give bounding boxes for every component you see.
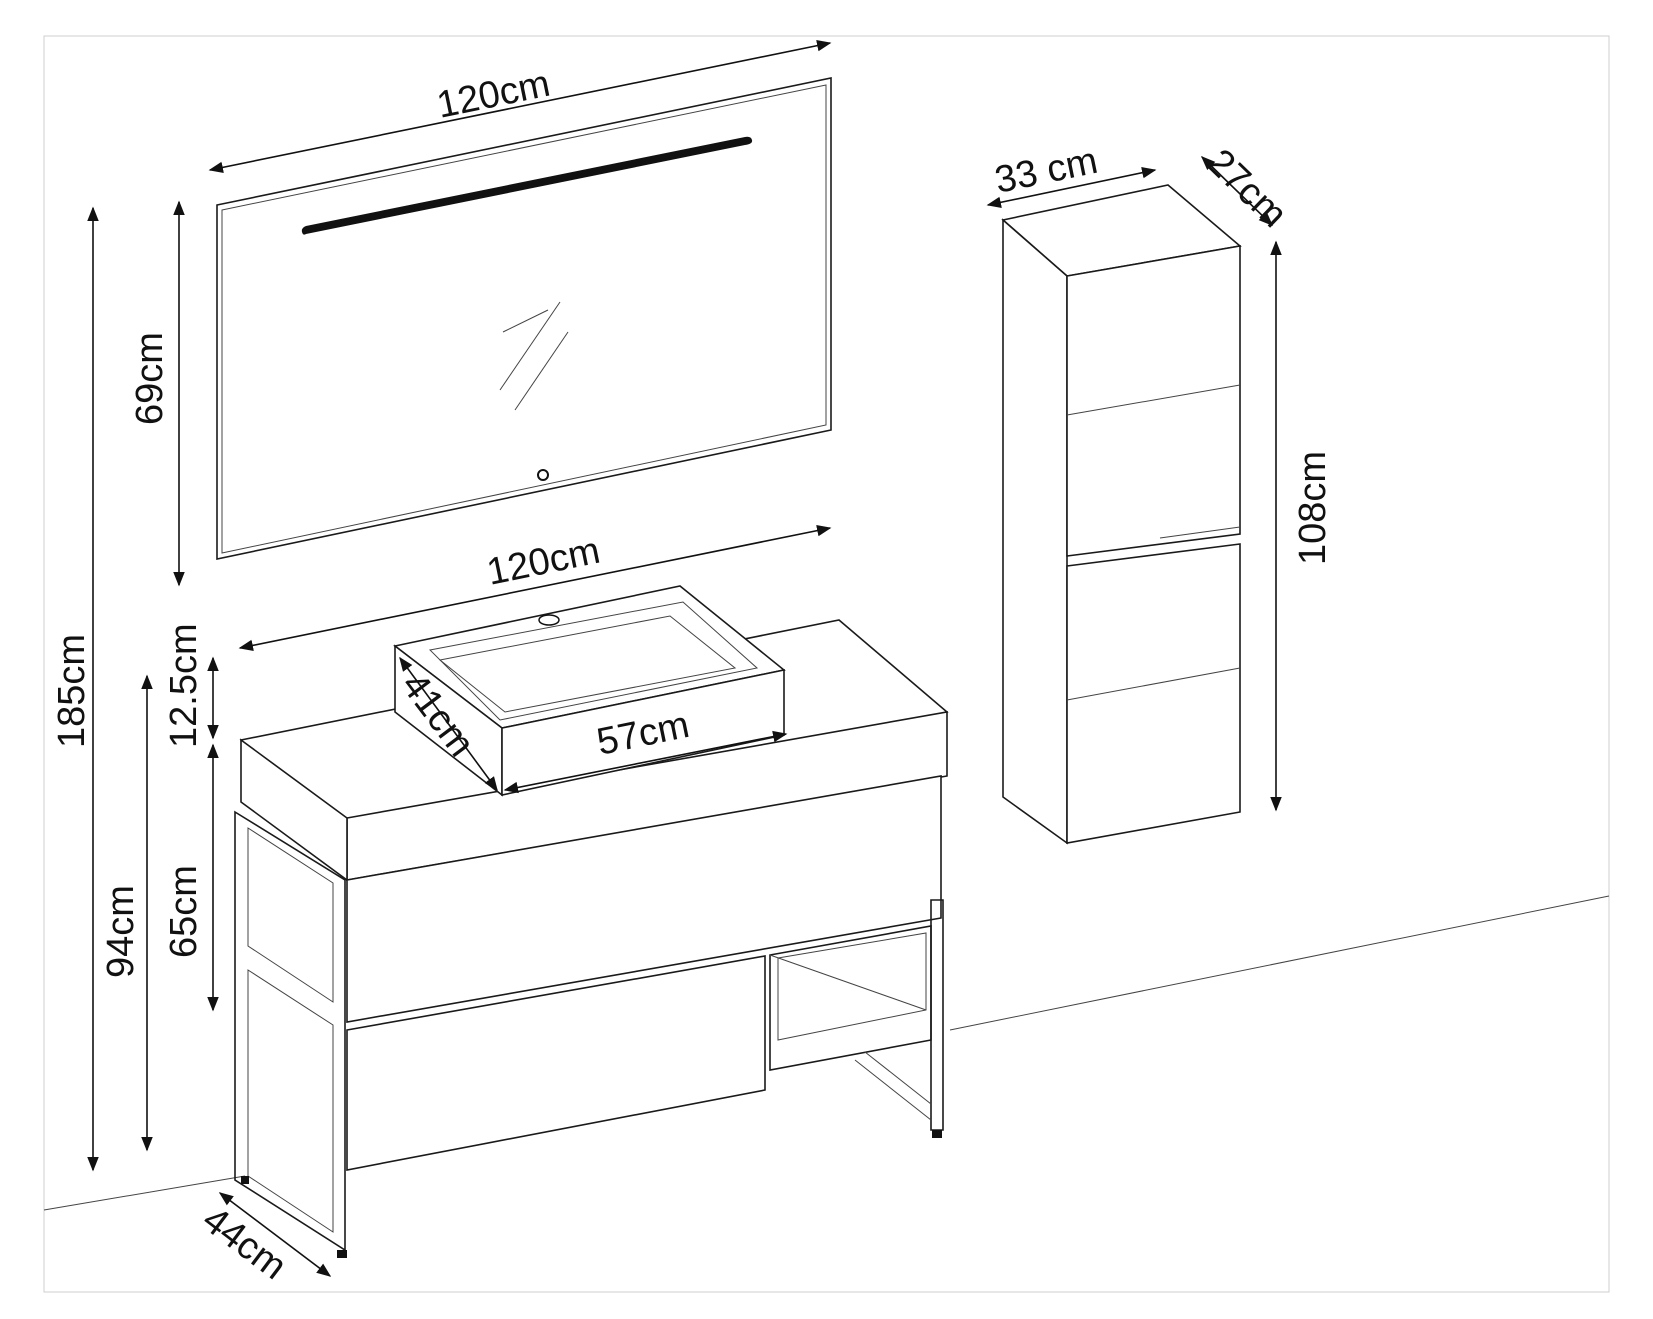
tall-cabinet <box>1001 184 1242 845</box>
gap-height-label: 12.5cm <box>163 623 205 748</box>
wall-frame <box>43 35 1610 1293</box>
vanity-width-label: 120cm <box>483 530 603 594</box>
mirror-width-label: 120cm <box>433 63 553 127</box>
total-height-label: 185cm <box>51 634 93 748</box>
tall-cabinet-depth-label: 27cm <box>1199 141 1295 236</box>
dimension-lines <box>87 39 1282 1277</box>
vanity-top-height-label: 94cm <box>100 885 142 978</box>
mirror-height-label: 69cm <box>129 332 171 425</box>
led-strip <box>301 136 753 235</box>
cabinet-height-label: 65cm <box>163 865 205 958</box>
tap-hole <box>538 614 560 626</box>
touch-switch-icon <box>537 469 549 481</box>
tall-cabinet-height-label: 108cm <box>1292 451 1334 565</box>
